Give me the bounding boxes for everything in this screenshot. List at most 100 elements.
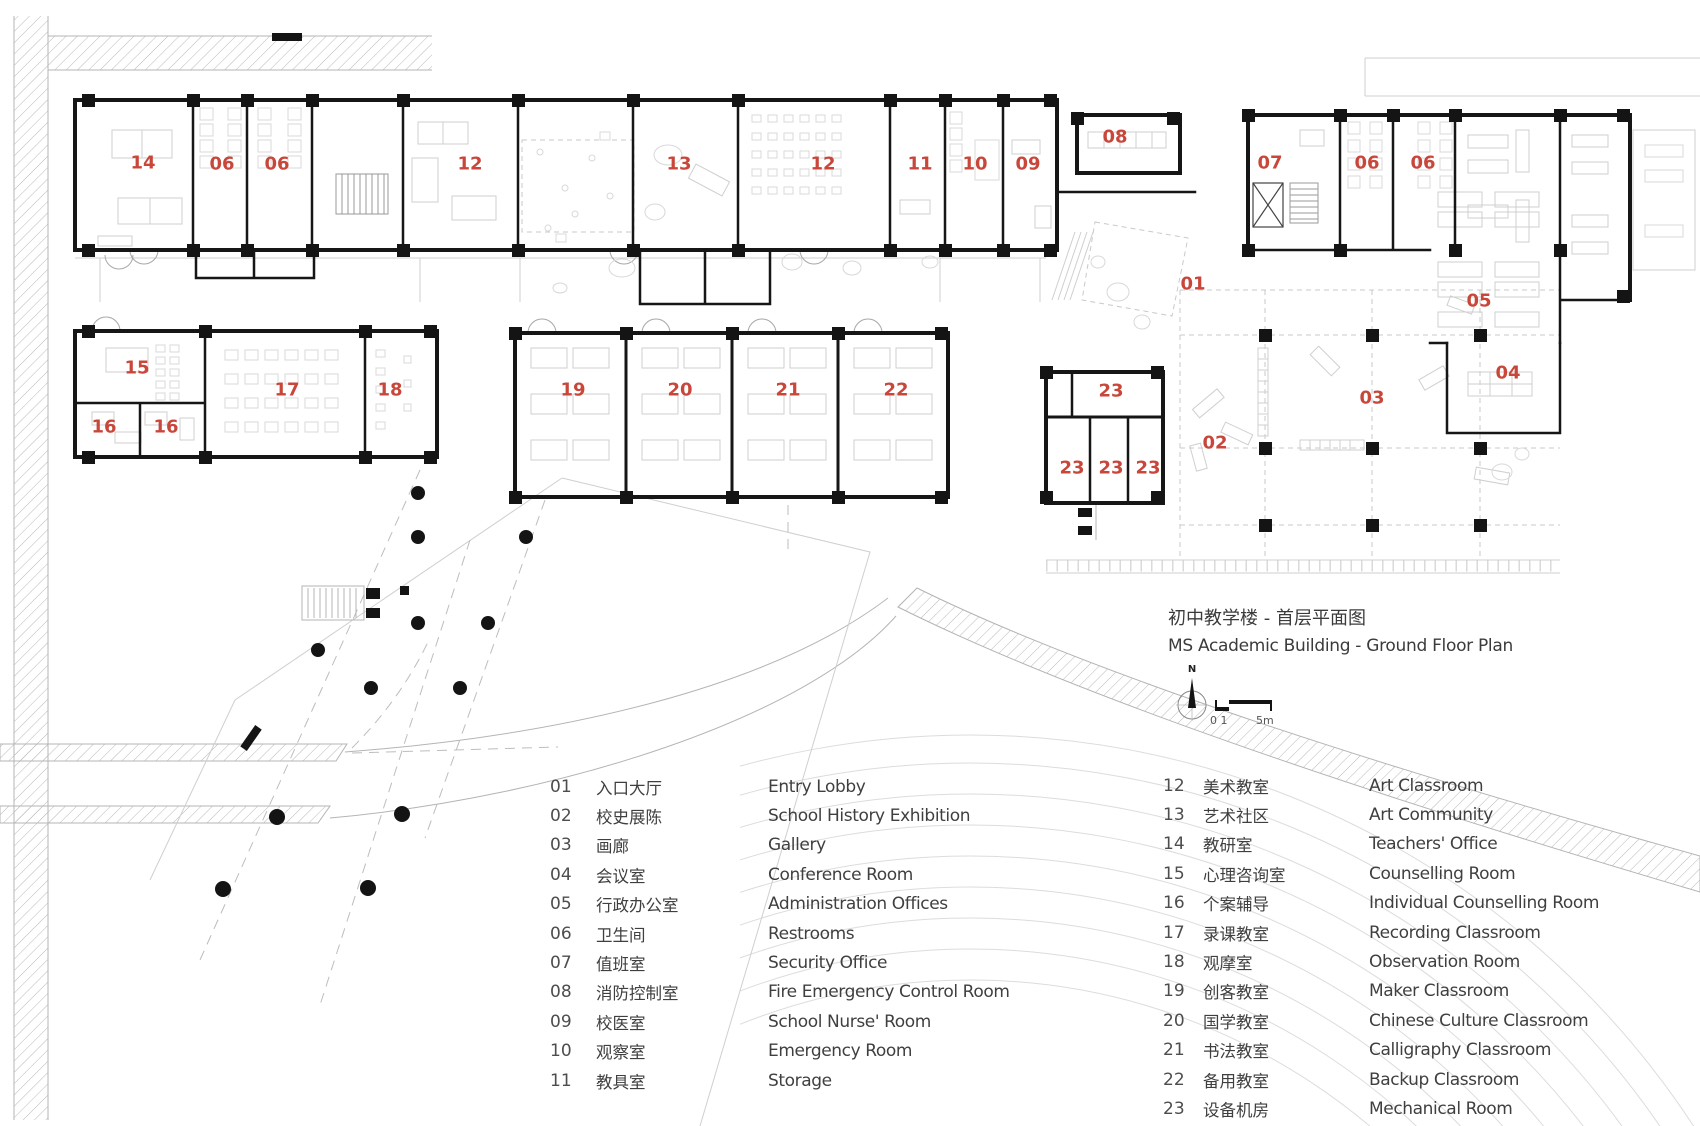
room-label-20: 20 (667, 379, 693, 401)
legend-number: 02 (550, 806, 572, 827)
legend-name-zh: 校史展陈 (596, 808, 662, 828)
legend-name-en: Calligraphy Classroom (1369, 1040, 1551, 1061)
room-label-21: 21 (775, 379, 801, 401)
legend-number: 13 (1163, 805, 1185, 826)
legend-number: 07 (550, 953, 572, 974)
legend-name-en: Chinese Culture Classroom (1369, 1010, 1589, 1031)
legend-number: 03 (550, 835, 572, 856)
north-arrow-icon (1176, 678, 1208, 721)
room-label-23: 23 (1098, 457, 1124, 479)
legend-name-zh: 消防控制室 (596, 984, 679, 1004)
legend-number: 22 (1163, 1069, 1185, 1090)
legend-number: 15 (1163, 863, 1185, 884)
legend-row-21: 21 书法教室 Calligraphy Classroom (1163, 1036, 1599, 1065)
legend-number: 23 (1163, 1098, 1185, 1119)
room-label-22: 22 (883, 379, 909, 401)
legend-name-en: Backup Classroom (1369, 1069, 1520, 1090)
legend-name-zh: 心理咨询室 (1203, 865, 1286, 885)
legend-name-en: Restrooms (768, 923, 855, 944)
legend-name-en: Recording Classroom (1369, 922, 1541, 943)
legend-row-05: 05 行政办公室 Administration Offices (550, 890, 1010, 919)
room-label-07: 07 (1257, 152, 1283, 174)
legend-name-en: School History Exhibition (768, 806, 971, 827)
legend-name-en: Administration Offices (768, 894, 948, 915)
legend-name-zh: 个案辅导 (1203, 895, 1269, 915)
room-label-14: 14 (130, 152, 156, 174)
legend-name-zh: 备用教室 (1203, 1071, 1269, 1091)
legend-name-zh: 教研室 (1203, 836, 1253, 856)
legend-row-07: 07 值班室 Security Office (550, 948, 1010, 977)
legend-row-02: 02 校史展陈 School History Exhibition (550, 801, 1010, 830)
legend-name-en: Maker Classroom (1369, 981, 1509, 1002)
legend-name-en: Conference Room (768, 864, 913, 885)
room-label-13: 13 (666, 153, 692, 175)
legend-name-zh: 值班室 (596, 955, 646, 975)
legend-name-zh: 美术教室 (1203, 777, 1269, 797)
room-label-04: 04 (1495, 362, 1521, 384)
room-label-16: 16 (153, 416, 179, 438)
room-label-06: 06 (264, 153, 290, 175)
legend-name-en: Art Classroom (1369, 775, 1484, 796)
room-label-11: 11 (907, 153, 933, 175)
room-label-08: 08 (1102, 126, 1128, 148)
legend-number: 01 (550, 776, 572, 797)
room-label-06: 06 (1354, 152, 1380, 174)
legend-number: 18 (1163, 952, 1185, 973)
scale-bar (1215, 700, 1272, 711)
legend-number: 16 (1163, 893, 1185, 914)
legend-number: 06 (550, 923, 572, 944)
legend-name-zh: 创客教室 (1203, 983, 1269, 1003)
legend-name-en: Mechanical Room (1369, 1098, 1513, 1119)
legend-number: 10 (550, 1041, 572, 1062)
room-label-23: 23 (1098, 380, 1124, 402)
room-label-05: 05 (1466, 290, 1492, 312)
legend-name-en: Entry Lobby (768, 776, 866, 797)
room-label-18: 18 (377, 379, 403, 401)
legend-number: 17 (1163, 922, 1185, 943)
legend-name-zh: 观察室 (596, 1043, 646, 1063)
legend-name-en: Security Office (768, 953, 888, 974)
plan-title-zh: 初中教学楼 - 首层平面图 (1168, 608, 1366, 629)
legend-number: 11 (550, 1070, 572, 1091)
room-label-15: 15 (124, 357, 150, 379)
legend-number: 05 (550, 894, 572, 915)
room-label-19: 19 (560, 379, 586, 401)
plan-title-en: MS Academic Building - Ground Floor Plan (1168, 636, 1513, 656)
legend-row-16: 16 个案辅导 Individual Counselling Room (1163, 889, 1599, 918)
room-label-12: 12 (810, 153, 836, 175)
legend-row-23: 23 设备机房 Mechanical Room (1163, 1094, 1599, 1123)
room-label-16: 16 (91, 416, 117, 438)
scale-bar-right-label: 5m (1256, 714, 1274, 727)
legend-number: 19 (1163, 981, 1185, 1002)
legend-row-12: 12 美术教室 Art Classroom (1163, 771, 1599, 800)
legend-name-en: Emergency Room (768, 1041, 913, 1062)
legend-name-en: Gallery (768, 835, 826, 856)
legend-name-zh: 国学教室 (1203, 1012, 1269, 1032)
room-label-12: 12 (457, 153, 483, 175)
legend-row-10: 10 观察室 Emergency Room (550, 1037, 1010, 1066)
legend-name-en: Art Community (1369, 805, 1493, 826)
legend-name-en: School Nurse' Room (768, 1011, 931, 1032)
legend-name-zh: 行政办公室 (596, 896, 679, 916)
room-label-23: 23 (1059, 457, 1085, 479)
legend-name-zh: 卫生间 (596, 925, 646, 945)
legend-name-zh: 设备机房 (1203, 1100, 1269, 1120)
legend-name-en: Individual Counselling Room (1369, 893, 1600, 914)
legend-name-zh: 校医室 (596, 1013, 646, 1033)
legend-name-en: Storage (768, 1070, 832, 1091)
room-label-02: 02 (1202, 432, 1228, 454)
legend-number: 21 (1163, 1040, 1185, 1061)
legend-number: 12 (1163, 775, 1185, 796)
room-label-06: 06 (1410, 152, 1436, 174)
legend-name-zh: 书法教室 (1203, 1042, 1269, 1062)
